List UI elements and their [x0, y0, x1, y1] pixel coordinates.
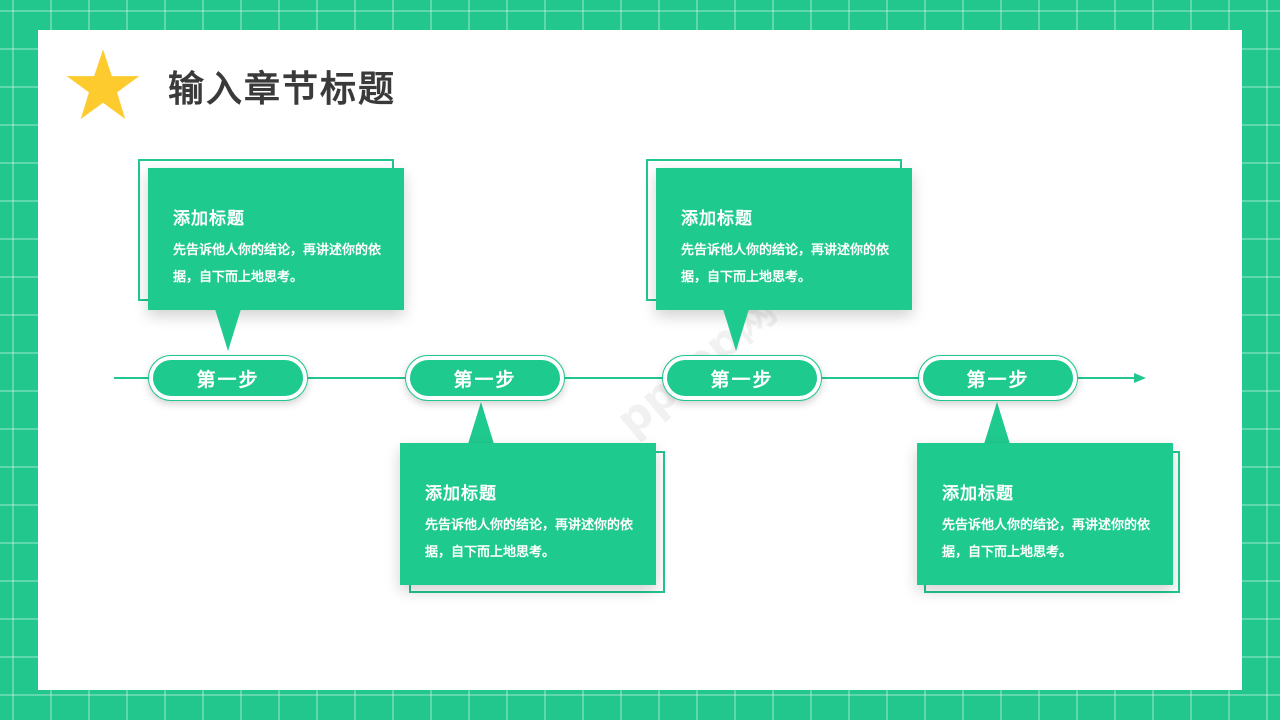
card-text: 先告诉他人你的结论，再讲述你的依据，自下而上地思考。: [681, 243, 890, 285]
card-text: 先告诉他人你的结论，再讲述你的依据，自下而上地思考。: [425, 518, 634, 560]
step-label: 第一步: [667, 360, 817, 396]
step-pill-4[interactable]: 第一步: [918, 355, 1078, 401]
timeline-arrow-icon: [1134, 373, 1146, 383]
card-body: 添加标题 先告诉他人你的结论，再讲述你的依据，自下而上地思考。: [400, 443, 656, 585]
card-body: 添加标题 先告诉他人你的结论，再讲述你的依据，自下而上地思考。: [917, 443, 1173, 585]
card-pointer: [723, 309, 749, 351]
slide-title: 输入章节标题: [168, 69, 397, 110]
card-text: 先告诉他人你的结论，再讲述你的依据，自下而上地思考。: [942, 518, 1151, 560]
card-3: 添加标题 先告诉他人你的结论，再讲述你的依据，自下而上地思考。: [646, 159, 912, 311]
card-title: 添加标题: [173, 209, 245, 229]
star-icon: [66, 49, 140, 120]
card-pointer: [215, 309, 241, 351]
step-label: 第一步: [153, 360, 303, 396]
step-label: 第一步: [923, 360, 1073, 396]
card-title: 添加标题: [681, 209, 753, 229]
card-4: 添加标题 先告诉他人你的结论，再讲述你的依据，自下而上地思考。: [917, 443, 1182, 595]
step-pill-2[interactable]: 第一步: [405, 355, 565, 401]
card-title: 添加标题: [942, 484, 1014, 504]
card-pointer: [468, 402, 494, 444]
card-body: 添加标题 先告诉他人你的结论，再讲述你的依据，自下而上地思考。: [148, 168, 404, 310]
slide-canvas: 输入章节标题 pptpp网 添加标题 先告诉他人你的结论，再讲述你的依据，自下而…: [38, 30, 1242, 690]
card-body: 添加标题 先告诉他人你的结论，再讲述你的依据，自下而上地思考。: [656, 168, 912, 310]
card-pointer: [984, 402, 1010, 444]
step-pill-1[interactable]: 第一步: [148, 355, 308, 401]
card-title: 添加标题: [425, 484, 497, 504]
step-pill-3[interactable]: 第一步: [662, 355, 822, 401]
card-text: 先告诉他人你的结论，再讲述你的依据，自下而上地思考。: [173, 243, 382, 285]
step-label: 第一步: [410, 360, 560, 396]
card-1: 添加标题 先告诉他人你的结论，再讲述你的依据，自下而上地思考。: [138, 159, 404, 311]
card-2: 添加标题 先告诉他人你的结论，再讲述你的依据，自下而上地思考。: [400, 443, 665, 595]
timeline-line: [114, 377, 1134, 379]
